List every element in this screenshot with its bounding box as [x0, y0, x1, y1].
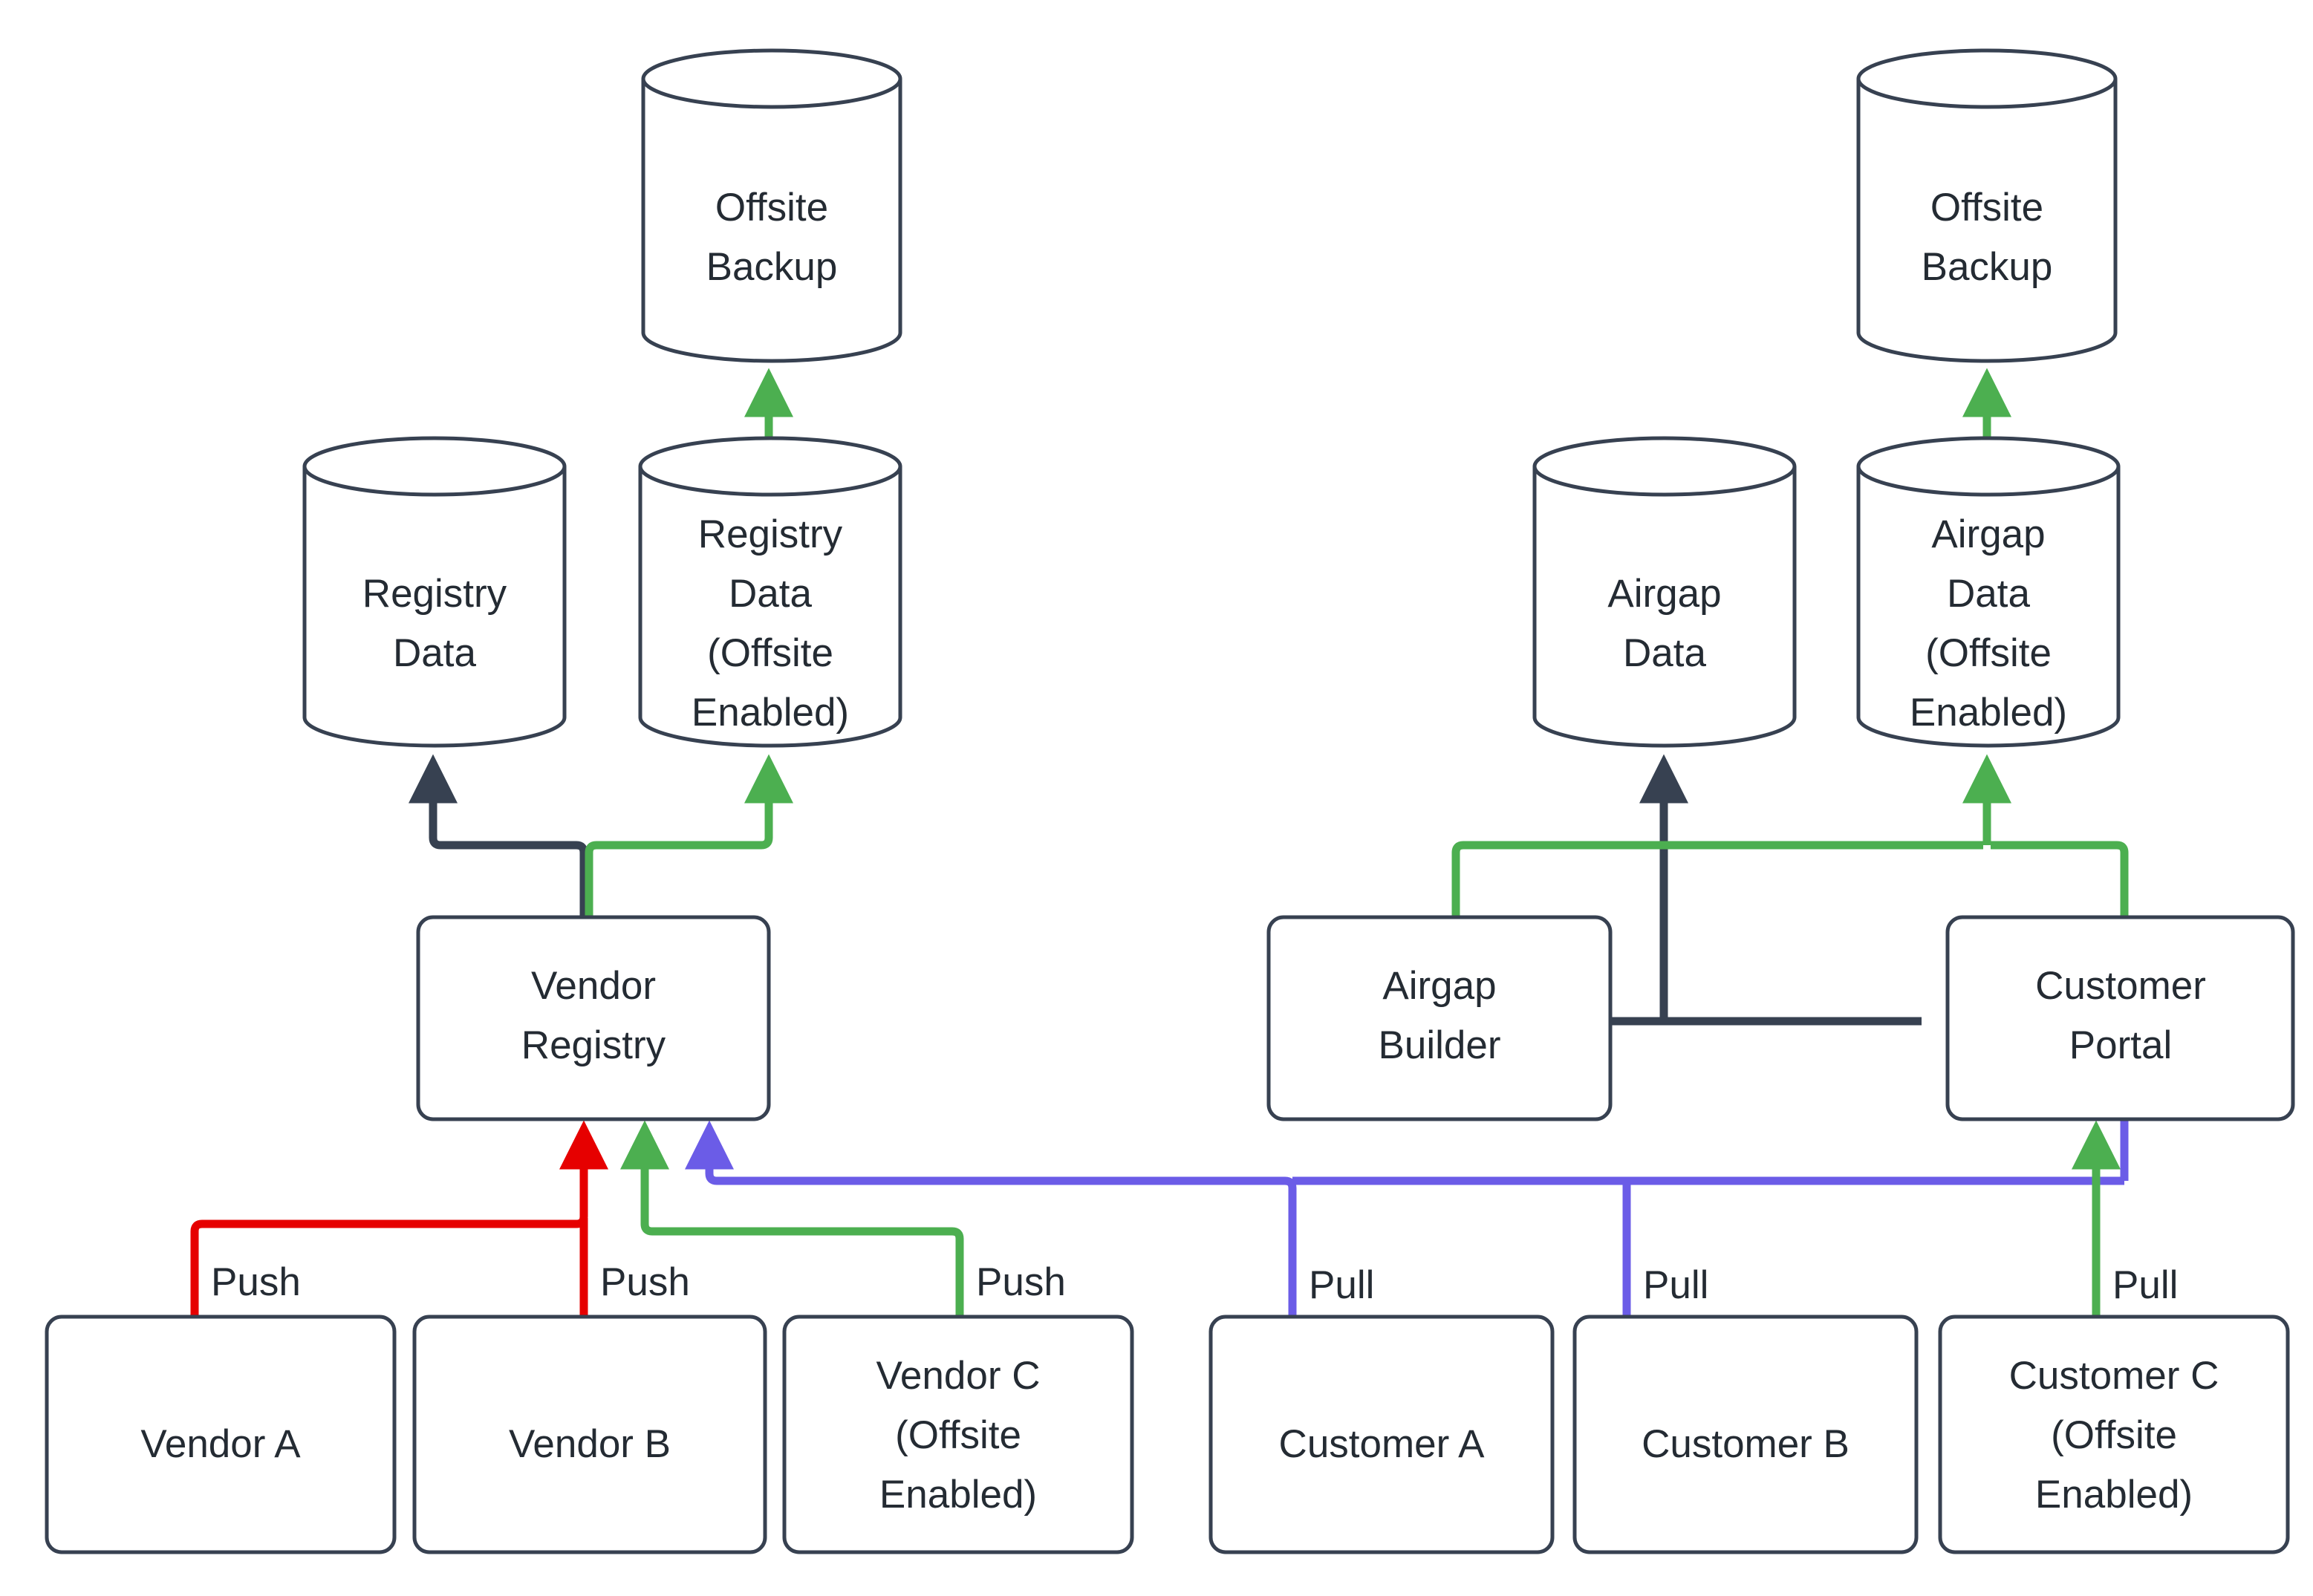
airgap-data-offsite-body [1856, 466, 2121, 748]
airgap-data-offsite-label-4: Enabled) [1910, 691, 2067, 735]
customer-c-box [1938, 1315, 2290, 1554]
customer-portal-box [1945, 915, 2295, 1121]
vendor-a-label: Vendor A [140, 1422, 301, 1466]
registry-data-offsite-label-2: Data [729, 572, 812, 616]
airgap-data-top [1532, 436, 1797, 497]
vendor-c-label-1: Vendor C [876, 1354, 1041, 1398]
edge-label-vendor-b-push: Push [600, 1260, 690, 1304]
customer-b-label: Customer B [1642, 1422, 1850, 1466]
customer-portal-label-1: Customer [2035, 964, 2206, 1008]
airgap-data-offsite-top [1856, 436, 2121, 497]
vendor-b-box [412, 1315, 767, 1554]
airgap-data-label-1: Airgap [1607, 572, 1721, 616]
node-vendor-c[interactable]: Vendor C (Offsite Enabled) [782, 1315, 1134, 1554]
edge-label-vendor-a-push: Push [211, 1260, 301, 1304]
node-vendor-registry[interactable]: Vendor Registry [416, 915, 771, 1121]
node-airgap-data-offsite[interactable]: Airgap Data (Offsite Enabled) [1856, 436, 2121, 748]
registry-data-offsite-top [638, 436, 902, 497]
registry-data-offsite-label-3: (Offsite [707, 631, 833, 675]
offsite-backup-right-label-1: Offsite [1930, 186, 2043, 229]
offsite-backup-left-label-1: Offsite [715, 186, 828, 229]
offsite-backup-left-body [641, 79, 902, 363]
vendor-c-label-3: Enabled) [879, 1473, 1037, 1517]
node-vendor-b[interactable]: Vendor B [412, 1315, 767, 1554]
edge-customer-a-pull [705, 1133, 1297, 1317]
edge-airgap-builder-to-airgap-data-offsite [1451, 841, 1983, 917]
airgap-data-label-2: Data [1623, 631, 1706, 675]
customer-a-box [1208, 1315, 1555, 1554]
airgap-builder-box [1266, 915, 1613, 1121]
vendor-registry-label-2: Registry [521, 1023, 666, 1067]
node-customer-b[interactable]: Customer B [1572, 1315, 1919, 1554]
node-registry-data-offsite[interactable]: Registry Data (Offsite Enabled) [638, 436, 902, 748]
vendor-b-label: Vendor B [509, 1422, 671, 1466]
registry-data-label-1: Registry [362, 572, 507, 616]
customer-a-label: Customer A [1279, 1422, 1486, 1466]
customer-c-label-1: Customer C [2009, 1354, 2219, 1398]
edge-vendor-registry-to-registry-data [409, 754, 588, 917]
airgap-data-body [1532, 466, 1797, 748]
airgap-data-offsite-label-3: (Offsite [1925, 631, 2052, 675]
vendor-a-box [45, 1315, 397, 1554]
registry-data-label-2: Data [393, 631, 476, 675]
node-offsite-backup-left[interactable]: Offsite Backup [641, 48, 902, 363]
edge-label-customer-b-pull: Pull [1643, 1263, 1708, 1307]
airgap-builder-label-2: Builder [1379, 1023, 1501, 1067]
offsite-backup-left-label-2: Backup [706, 245, 838, 289]
edge-vendor-registry-to-registry-data-offsite [585, 754, 793, 917]
customer-portal-label-2: Portal [2069, 1023, 2172, 1067]
vendor-registry-box [416, 915, 771, 1121]
registry-data-offsite-label-1: Registry [698, 512, 843, 556]
airgap-data-offsite-label-2: Data [1947, 572, 2030, 616]
node-vendor-a[interactable]: Vendor A [45, 1315, 397, 1554]
customer-b-box [1572, 1315, 1919, 1554]
airgap-builder-label-1: Airgap [1382, 964, 1496, 1008]
node-offsite-backup-right[interactable]: Offsite Backup [1856, 48, 2118, 363]
registry-data-top [302, 436, 567, 497]
node-customer-c[interactable]: Customer C (Offsite Enabled) [1938, 1315, 2290, 1554]
registry-data-offsite-label-4: Enabled) [692, 691, 849, 735]
vendor-c-box [782, 1315, 1134, 1554]
customer-c-label-2: (Offsite [2051, 1413, 2177, 1457]
edge-vendor-c-push [620, 1120, 964, 1317]
node-customer-a[interactable]: Customer A [1208, 1315, 1555, 1554]
node-customer-portal[interactable]: Customer Portal [1945, 915, 2295, 1121]
offsite-backup-right-label-2: Backup [1922, 245, 2053, 289]
edge-label-customer-a-pull: Pull [1309, 1263, 1374, 1307]
node-airgap-data[interactable]: Airgap Data [1532, 436, 1797, 748]
vendor-registry-label-1: Vendor [531, 964, 656, 1008]
registry-data-offsite-body [638, 466, 902, 748]
customer-c-label-3: Enabled) [2035, 1473, 2193, 1517]
offsite-backup-left-top [641, 48, 902, 109]
node-registry-data[interactable]: Registry Data [302, 436, 567, 748]
airgap-data-offsite-label-1: Airgap [1931, 512, 2045, 556]
edge-customer-portal-green-up [1991, 841, 2129, 917]
vendor-c-label-2: (Offsite [895, 1413, 1021, 1457]
offsite-backup-right-top [1856, 48, 2118, 109]
registry-data-body [302, 466, 567, 748]
offsite-backup-right-body [1856, 79, 2118, 363]
edge-label-vendor-c-push: Push [976, 1260, 1066, 1304]
edge-label-customer-c-pull: Pull [2112, 1263, 2178, 1307]
node-airgap-builder[interactable]: Airgap Builder [1266, 915, 1613, 1121]
